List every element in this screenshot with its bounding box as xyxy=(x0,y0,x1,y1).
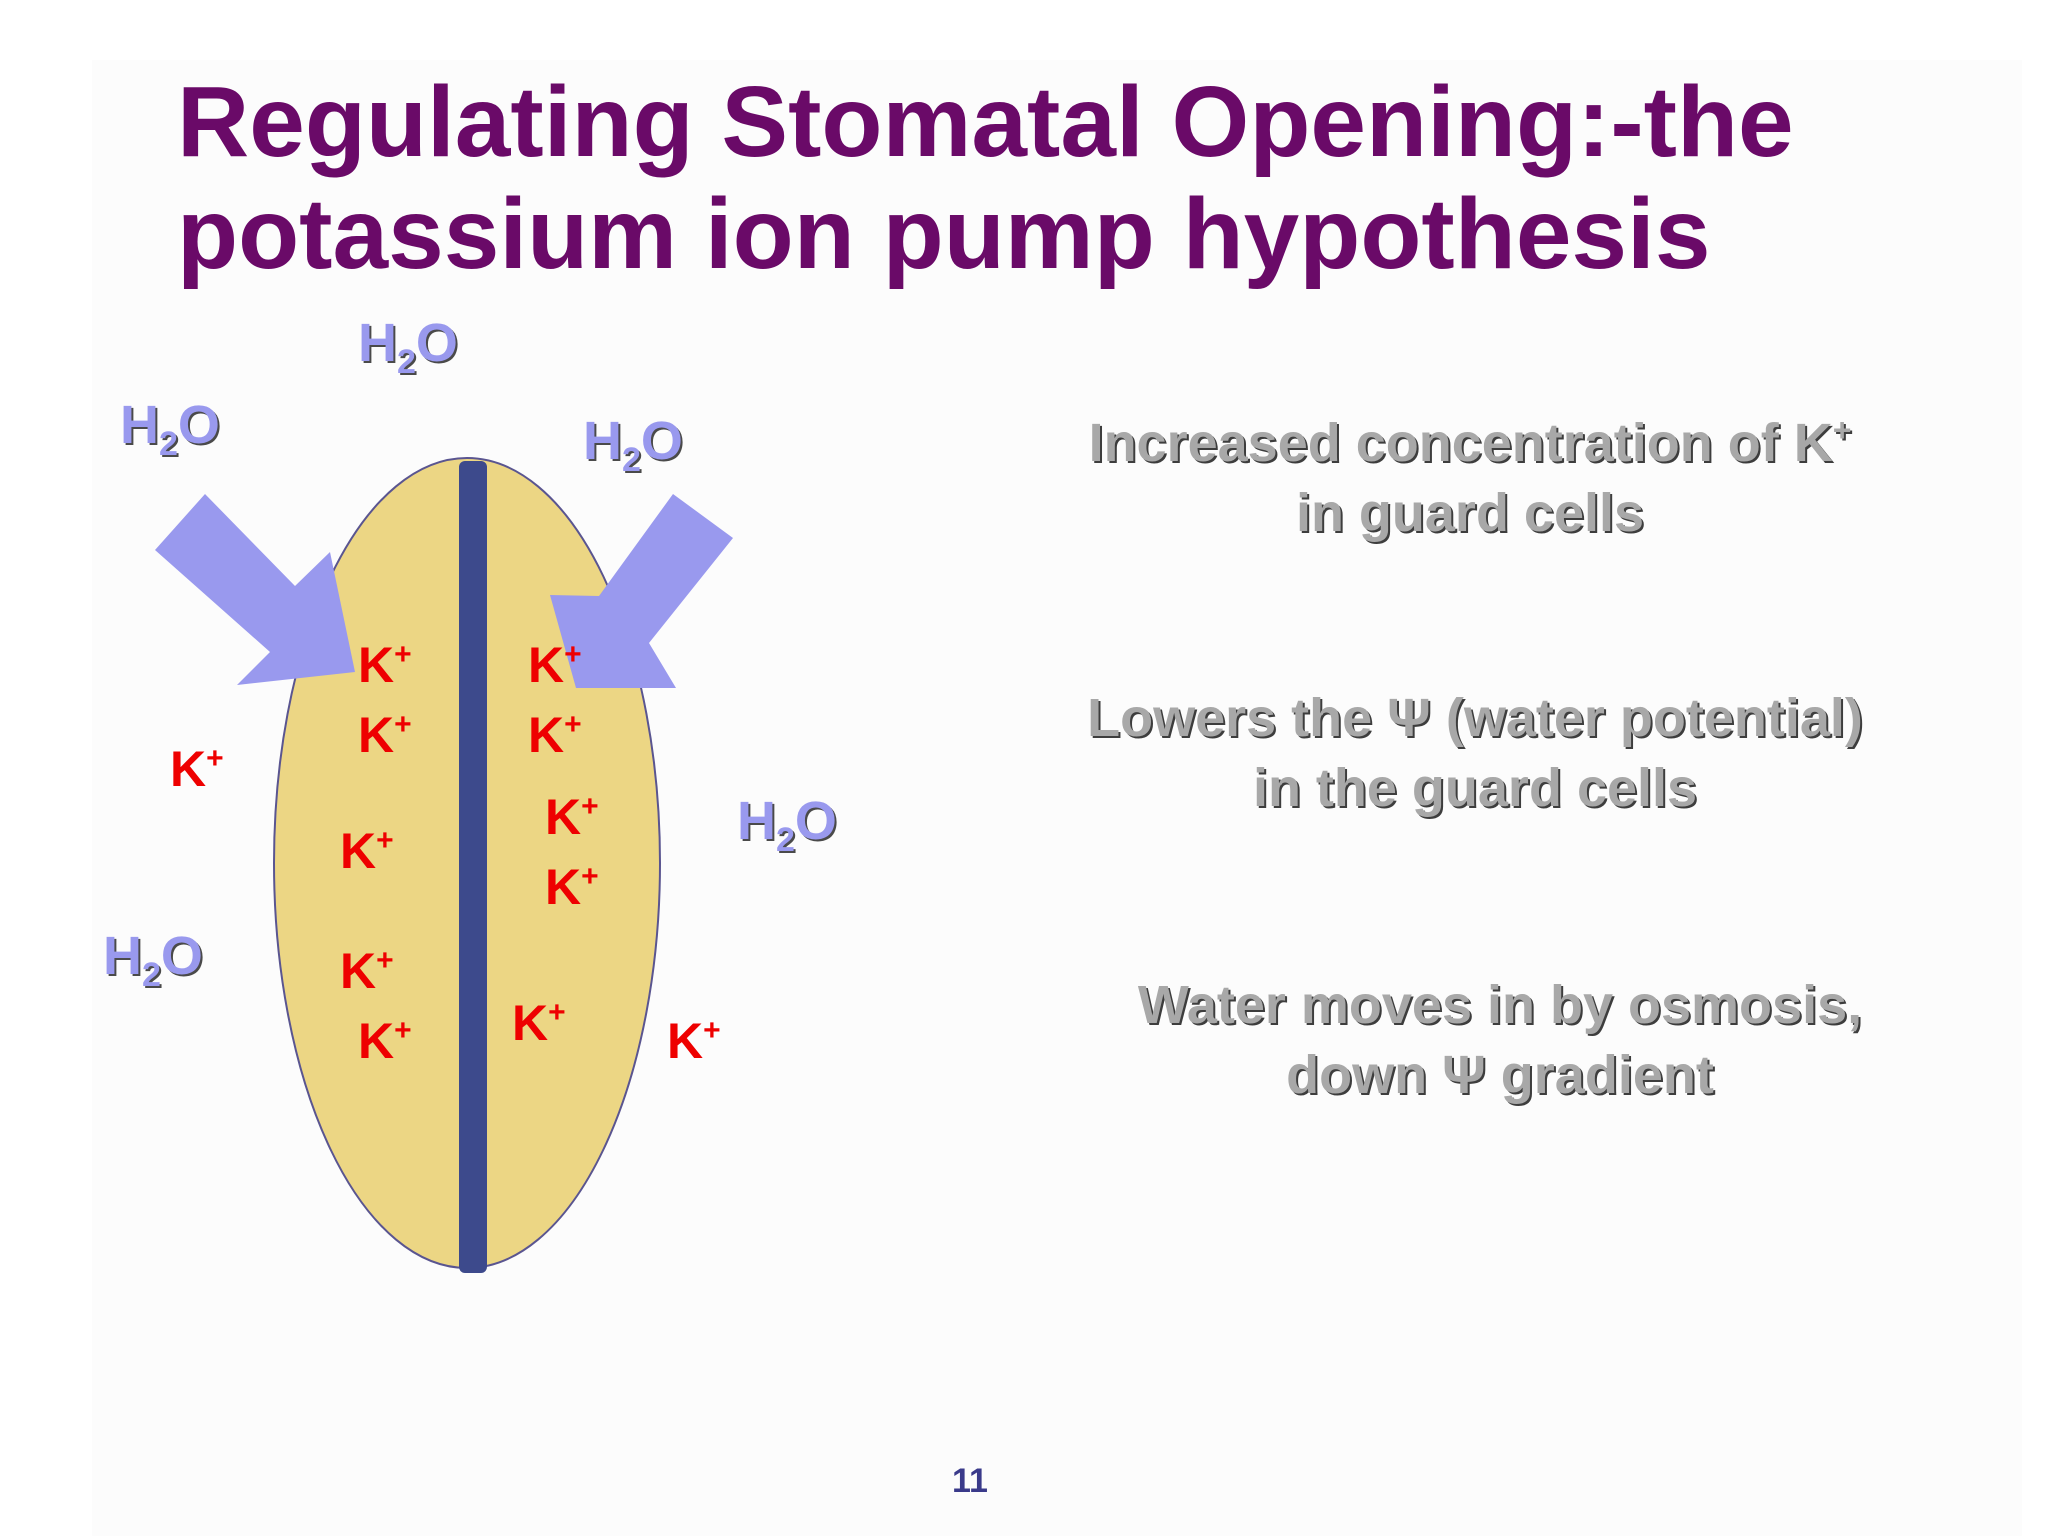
statement-increased-concentration: Increased concentration of K+ in guard c… xyxy=(1088,412,1852,543)
water-label: H2O xyxy=(103,926,203,994)
water-label: H2O xyxy=(358,313,458,381)
slide-title: Regulating Stomatal Opening:-the potassi… xyxy=(177,66,1977,290)
potassium-ion-label: K+ xyxy=(358,637,412,693)
title-line-1: Regulating Stomatal Opening:-the xyxy=(177,66,1794,178)
potassium-ion-label: K+ xyxy=(358,1013,412,1069)
water-label: H2O xyxy=(120,395,220,463)
potassium-ion-label: K+ xyxy=(545,859,599,915)
potassium-ion-label: K+ xyxy=(512,995,566,1051)
potassium-ion-label: K+ xyxy=(358,707,412,763)
arrow-icon xyxy=(550,494,733,688)
arrow-icon xyxy=(155,494,355,685)
potassium-ion-label: K+ xyxy=(528,707,582,763)
potassium-ion-label: K+ xyxy=(667,1013,721,1069)
potassium-ion-label: K+ xyxy=(340,943,394,999)
potassium-ion-label: K+ xyxy=(545,789,599,845)
statement-lowers-water-potential: Lowers the Ψ (water potential) in the gu… xyxy=(1087,688,1863,818)
title-line-2: potassium ion pump hypothesis xyxy=(177,178,1711,290)
potassium-ion-label: K+ xyxy=(528,637,582,693)
potassium-ion-label: K+ xyxy=(170,741,224,797)
stomatal-pore xyxy=(459,461,487,1273)
page-number: 11 xyxy=(952,1462,988,1500)
water-label: H2O xyxy=(583,411,683,479)
water-label: H2O xyxy=(737,791,837,859)
statement-water-moves-in: Water moves in by osmosis, down Ψ gradie… xyxy=(1137,975,1863,1105)
potassium-ion-label: K+ xyxy=(340,823,394,879)
